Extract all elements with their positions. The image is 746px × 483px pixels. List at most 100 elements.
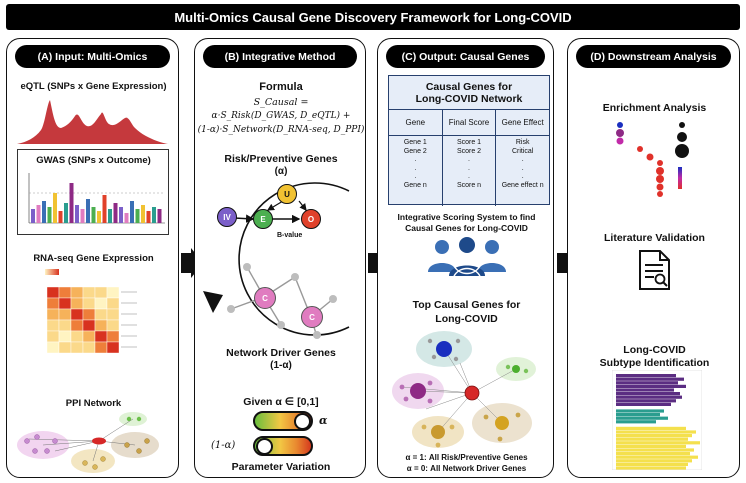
heatmap-cell — [82, 297, 96, 310]
subtype-bar — [616, 459, 692, 463]
gwas-bar — [141, 205, 145, 223]
heatmap-cell — [58, 330, 72, 343]
heatmap-cell — [70, 286, 84, 299]
node-u: U — [277, 184, 297, 204]
heatmap-cell — [46, 330, 60, 343]
enrichment-dot — [646, 153, 654, 161]
panel-c-header: (C) Output: Causal Genes — [386, 45, 545, 68]
subtype-bar — [616, 462, 688, 466]
one-minus-alpha-knob — [256, 437, 273, 455]
enrichment-dot — [616, 137, 624, 145]
top-genes-network — [392, 331, 536, 448]
node-iv: IV — [217, 207, 237, 227]
subtype-bar — [616, 416, 668, 420]
gwas-bar — [113, 203, 118, 223]
score-cells: Score 1 Score 2 . . . Score n — [443, 136, 496, 190]
effect-column-header: Gene Effect — [496, 110, 550, 136]
enrichment-dot — [656, 167, 664, 175]
node-o: O — [301, 209, 321, 229]
literature-label: Literature Validation — [604, 232, 705, 244]
effect-cells: Risk Critical . . . Gene effect n — [496, 136, 549, 190]
enrichment-dot — [637, 146, 643, 152]
enrichment-label: Enrichment Analysis — [602, 102, 707, 114]
heatmap-cell — [70, 319, 84, 332]
heatmap-cell — [106, 308, 120, 321]
node-e-label: E — [260, 214, 266, 224]
score-column-header: Final Score — [442, 110, 496, 136]
score-cell: . — [468, 164, 470, 172]
gene-cell: . — [414, 173, 417, 180]
subtype-bar — [616, 430, 696, 434]
alpha-one-note: α = 1: All Risk/Preventive Genes — [405, 453, 528, 462]
formula-line-3: (1-α)·S_Network(D_RNA-seq, D_PPI) — [197, 125, 365, 135]
node-e: E — [253, 209, 273, 229]
gwas-bar — [75, 205, 79, 223]
score-cell: Score 1 — [456, 139, 482, 146]
table-title-line-1: Causal Genes for — [425, 80, 513, 93]
node-c-1-label: C — [262, 293, 268, 303]
ppi-label: PPI Network — [65, 398, 122, 409]
gwas-label: GWAS (SNPs x Outcome) — [36, 155, 151, 166]
gene-column-header: Gene — [389, 110, 442, 136]
gwas-bar — [108, 209, 112, 223]
node-iv-label: IV — [223, 212, 231, 222]
gwas-manhattan-plot — [28, 173, 165, 224]
effect-cell: . — [521, 173, 524, 180]
rnaseq-heatmap — [45, 269, 137, 354]
panel-downstream-analysis: (D) Downstream Analysis Enrichment Analy… — [567, 38, 740, 478]
alpha-slider — [253, 411, 313, 431]
enrichment-dot — [657, 160, 663, 166]
subtype-bar — [616, 392, 680, 396]
given-alpha-label: Given α ∈ [0,1] — [243, 396, 319, 408]
subtype-bar — [616, 402, 671, 406]
enrichment-dot — [617, 122, 623, 128]
subtype-bar-plot — [612, 370, 702, 470]
risk-alpha-label: (α) — [274, 166, 288, 177]
gwas-bar — [86, 199, 90, 223]
causal-genes-table: Causal Genes for Long-COVID Network Gene… — [388, 75, 550, 206]
gwas-bar — [58, 211, 63, 223]
subtype-bar — [616, 395, 682, 399]
gwas-bar — [47, 207, 52, 223]
scoring-line-1: Integrative Scoring System to find — [397, 212, 536, 222]
ppi-network — [17, 412, 159, 473]
panel-integrative-method: (B) Integrative Method Formula S_Causal … — [194, 38, 366, 478]
formula-title: Formula — [259, 81, 303, 93]
gene-cell: . — [414, 156, 417, 163]
node-c-2: C — [301, 306, 323, 328]
alpha-zero-note: α = 0: All Network Driver Genes — [406, 464, 527, 473]
gwas-bar — [36, 205, 41, 223]
gwas-bar — [146, 211, 151, 223]
effect-cell: . — [521, 164, 524, 172]
heatmap-cell — [58, 341, 72, 354]
heatmap-cell — [58, 297, 72, 310]
heatmap-cell — [70, 341, 84, 354]
panel-a-header: (A) Input: Multi-Omics — [15, 45, 170, 68]
gwas-bar — [152, 207, 156, 223]
gwas-bar — [119, 207, 123, 223]
heatmap-cell — [106, 297, 120, 310]
heatmap-cell — [82, 330, 96, 343]
gene-cell: . — [414, 164, 417, 172]
gene-cell: Gene 1 — [403, 139, 427, 146]
gwas-bar — [130, 201, 134, 223]
enrichment-dot — [656, 175, 664, 183]
heatmap-cell — [58, 319, 72, 332]
network-driver-label: Network Driver Genes — [226, 347, 336, 359]
gwas-bar — [31, 209, 35, 223]
enrichment-dot — [675, 144, 689, 158]
node-c-2-label: C — [309, 312, 315, 322]
effect-cell: . — [521, 156, 524, 163]
enrichment-dot — [679, 122, 685, 128]
subtype-bar — [616, 388, 674, 392]
document-search-icon — [639, 250, 670, 290]
network-alpha-label: (1-α) — [270, 360, 292, 371]
panel-b-header: (B) Integrative Method — [203, 45, 357, 68]
heatmap-cell — [70, 297, 84, 310]
score-cell: . — [468, 173, 470, 180]
score-cell: Score n — [456, 181, 482, 189]
subtype-bar — [616, 426, 686, 430]
gene-column: Gene Gene 1 Gene 2 . . . Gene n — [389, 110, 443, 206]
causal-graph — [203, 182, 350, 339]
score-column: Final Score Score 1 Score 2 . . . Score … — [442, 110, 497, 206]
